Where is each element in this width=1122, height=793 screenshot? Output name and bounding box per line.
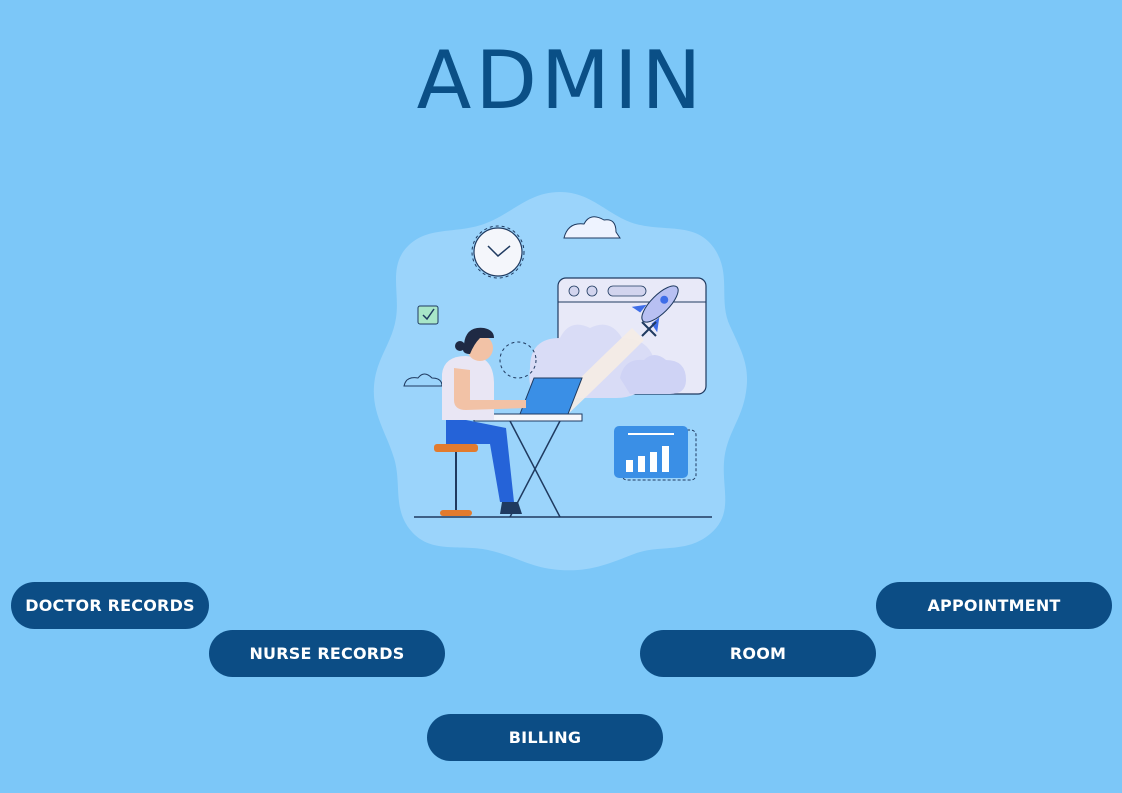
admin-illustration	[370, 188, 750, 572]
page-title: ADMIN	[416, 34, 706, 127]
nurse-records-button[interactable]: NURSE RECORDS	[209, 630, 445, 677]
billing-button[interactable]: BILLING	[427, 714, 663, 761]
appointment-button[interactable]: APPOINTMENT	[876, 582, 1112, 629]
doctor-records-button[interactable]: DOCTOR RECORDS	[11, 582, 209, 629]
room-button[interactable]: ROOM	[640, 630, 876, 677]
